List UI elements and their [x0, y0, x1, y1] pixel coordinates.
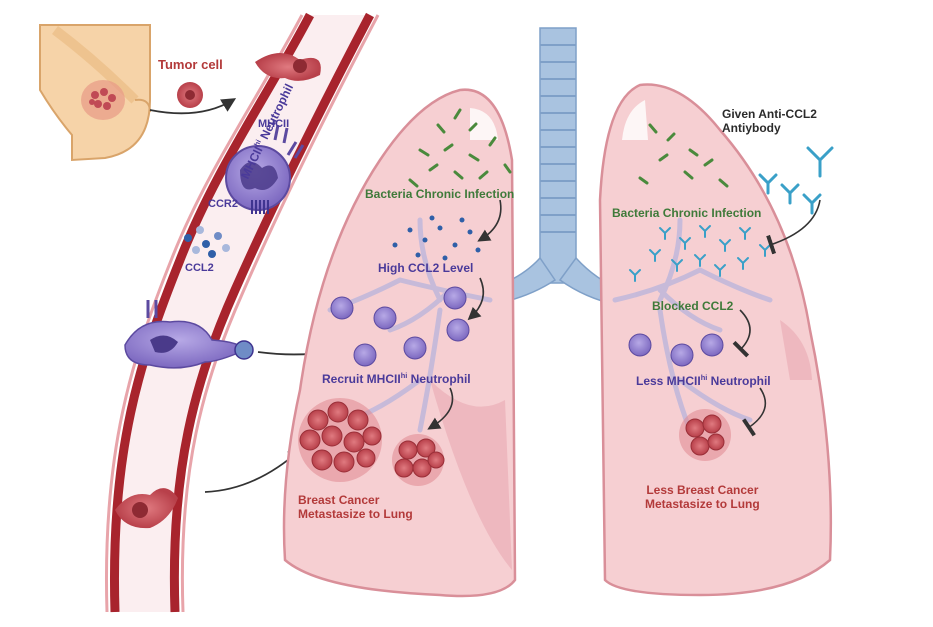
- antibody-icons: [758, 146, 834, 215]
- left-lung-tumor-small: [392, 434, 445, 486]
- left-lung-neutrophils: [330, 286, 470, 367]
- trachea: [484, 27, 623, 306]
- right-bacteria-label: Bacteria Chronic Infection: [612, 206, 762, 220]
- left-high-ccl2-label: High CCL2 Level: [378, 261, 474, 275]
- transmigrating-neutrophil: [124, 300, 254, 369]
- vessel-tumor-cell-top: [255, 52, 321, 81]
- breast-illustration: [39, 24, 151, 162]
- left-lung-ccl2: [392, 215, 481, 261]
- left-recruit-label: Recruit MHCIIhi Neutrophil: [322, 371, 471, 386]
- right-lung-antibodies: [629, 225, 771, 282]
- right-inhibit-arrows: [732, 199, 821, 437]
- ccl2-label: CCL2: [185, 262, 214, 274]
- right-less-label: Less MHCIIhi Neutrophil: [636, 373, 771, 388]
- ccr2-label: CCR2: [208, 198, 238, 210]
- left-outcome-label: Breast Cancer Metastasize to Lung: [298, 493, 413, 521]
- mhcii-label: MHCII: [258, 118, 290, 130]
- right-lung-neutrophils: [628, 333, 724, 367]
- blood-vessel: [105, 12, 380, 613]
- left-lung-tumor-large: [298, 398, 382, 482]
- left-bacteria: [408, 108, 512, 188]
- mhcii-neutrophil-cell: [225, 124, 305, 214]
- right-lung-tumor: [679, 409, 731, 461]
- tumor-cell-label: Tumor cell: [158, 57, 223, 72]
- right-outcome-label: Less Breast Cancer Metastasize to Lung: [645, 483, 760, 511]
- right-bacteria: [638, 123, 729, 188]
- tumor-cell-icon: [177, 82, 203, 108]
- left-bacteria-label: Bacteria Chronic Infection: [365, 187, 515, 201]
- arrow-tumor-to-vessel: [149, 98, 237, 115]
- left-flow-arrows: [427, 199, 502, 430]
- ccl2-molecules: [184, 226, 230, 258]
- antibody-label: Given Anti-CCL2 Antiybody: [722, 107, 817, 135]
- vessel-tumor-cell-bottom: [115, 488, 178, 529]
- right-blocked-label: Blocked CCL2: [652, 299, 734, 313]
